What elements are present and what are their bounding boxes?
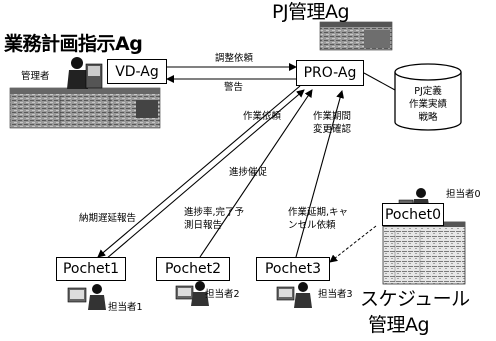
edge-label-progress-forecast-report: 進捗率,完了予 測日報告 [184,207,245,231]
person3-label: 担当者3 [318,289,353,300]
database-cylinder [394,63,462,131]
edge-label-request-coordination: 調整依頼 [215,53,254,64]
pro-ag-box: PRO-Ag [296,60,364,86]
person1-label: 担当者1 [108,302,143,313]
person2-figure [175,281,209,306]
edge-label-warning: 警告 [224,82,244,93]
pj-agent-title: PJ管理Ag [272,1,350,23]
arrow-pochet3-to-pro [295,90,344,258]
edge-label-delay-cancel-request: 作業延期,キャ ンセル依頼 [288,207,349,231]
manager-figure [67,57,103,89]
arrow-pochet1-to-pro [105,89,305,260]
edge-label-work-request: 作業依頼 [243,111,282,122]
arrow-pochet2-to-pro [199,89,313,258]
pochet1-box: Pochet1 [56,257,126,281]
schedule-screenshot [382,221,466,285]
edge-label-delay-report: 納期遅延報告 [79,213,137,224]
arrow-pro-to-pochet1 [97,85,301,258]
pj-management-screenshot [319,21,393,51]
schedule-agent-title-line2: 管理Ag [368,314,430,336]
line-pro-db [363,72,396,91]
manager-label: 管理者 [21,71,50,82]
business-plan-agent-title: 業務計画指示Ag [4,33,143,55]
person2-label: 担当者2 [205,289,240,300]
edge-label-confirm-period-change: 作業期間 変更確認 [313,111,352,135]
pochet0-box: Pochet0 [382,203,444,226]
edge-label-progress-prompt: 進捗催促 [229,167,268,178]
database-label: PJ定義 作業実績 戦略 [408,86,447,123]
schedule-agent-title-line1: スケジュール [360,288,470,310]
business-plan-screenshot [9,87,161,129]
person1-figure [67,284,106,310]
vd-ag-box: VD-Ag [107,59,167,84]
pochet2-box: Pochet2 [156,257,230,281]
person0-label: 担当者0 [446,189,481,200]
person3-figure [276,282,312,308]
pochet3-box: Pochet3 [256,257,330,281]
